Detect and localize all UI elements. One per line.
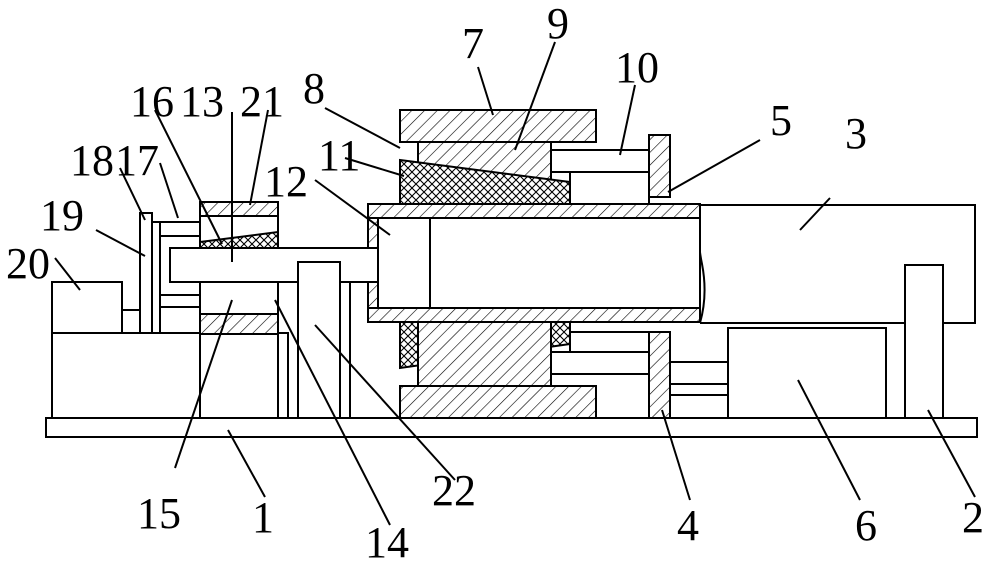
part-17-rod-lower — [159, 294, 201, 308]
connector-rod-a — [669, 361, 729, 385]
label-9: 9 — [547, 0, 569, 48]
part-9-lower-ring — [417, 321, 552, 387]
label-20: 20 — [6, 239, 50, 288]
part-22-support — [297, 261, 341, 419]
label-18: 18 — [70, 136, 114, 185]
leader-lines — [54, 41, 976, 526]
label-5: 5 — [770, 96, 792, 145]
part-13-shaft — [169, 247, 381, 283]
part-18-stub — [151, 221, 161, 334]
label-6: 6 — [855, 501, 877, 550]
label-21: 21 — [240, 77, 284, 126]
label-7: 7 — [462, 19, 484, 68]
label-3: 3 — [845, 109, 867, 158]
label-12: 12 — [264, 157, 308, 206]
label-22: 22 — [432, 466, 476, 515]
part-17-rod-upper — [159, 221, 201, 237]
part-4-plate — [648, 331, 671, 419]
label-8: 8 — [303, 64, 325, 113]
label-15: 15 — [137, 489, 181, 538]
part-19-plate — [139, 212, 153, 334]
label-2: 2 — [962, 493, 984, 542]
part-10-lower-rod-a — [550, 351, 650, 375]
label-13: 13 — [180, 77, 224, 126]
part-20-block — [51, 281, 123, 334]
label-1: 1 — [252, 493, 274, 542]
part-7-top-cap — [399, 109, 597, 143]
part-2-support — [904, 264, 944, 419]
part-12-sleeve-top — [367, 203, 701, 219]
label-4: 4 — [677, 501, 699, 550]
part-10-lower-rod-b — [569, 331, 650, 353]
part-6-box — [727, 327, 887, 419]
label-11: 11 — [318, 131, 360, 180]
part-21-lower-body — [199, 281, 279, 315]
label-17: 17 — [115, 136, 159, 185]
part-12-bore — [377, 217, 701, 309]
part-10-rod-upper — [550, 149, 650, 173]
part-21-bottom — [199, 313, 279, 335]
part-5-plate — [648, 134, 671, 198]
part-7-bottom-cap — [399, 385, 597, 419]
label-19: 19 — [40, 191, 84, 240]
part-10-rod-lower — [569, 171, 650, 205]
spacer-block — [121, 309, 141, 334]
part-21-base — [199, 333, 279, 419]
part-12-sleeve-bottom — [367, 307, 701, 323]
right-post — [339, 281, 351, 419]
label-16: 16 — [130, 77, 174, 126]
label-10: 10 — [615, 43, 659, 92]
label-14: 14 — [365, 518, 409, 564]
